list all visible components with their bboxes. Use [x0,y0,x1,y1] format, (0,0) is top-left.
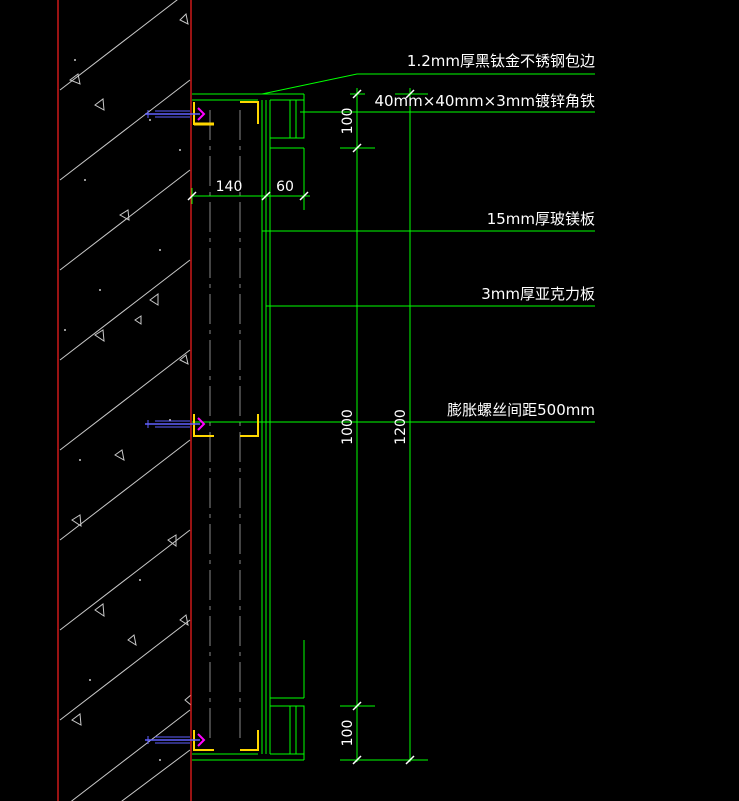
expansion-bolt-icon [145,417,206,431]
concrete-aggregate [68,12,192,726]
concrete-hatch [59,0,191,801]
expansion-bolt-icon [145,107,206,121]
vertical-dimensions [340,88,428,762]
expansion-bolt-icon [145,733,206,747]
label-angle-iron: 40mm×40mm×3mm镀锌角铁 [374,92,595,110]
dim-1000: 1000 [340,409,356,445]
concrete-dots [64,59,181,761]
label-acrylic: 3mm厚亚克力板 [481,285,595,303]
label-bolt-spacing: 膨胀螺丝间距500mm [447,401,595,419]
panel-frame [192,93,305,761]
label-leaders [192,111,595,423]
dim-1200: 1200 [393,409,409,445]
angle-steel-top [193,101,259,126]
angle-steel-middle [193,414,259,437]
dim-top-100: 100 [340,108,356,135]
horizontal-dimension-ticks [187,191,309,201]
angle-steel-bottom [193,730,259,751]
label-edge-trim: 1.2mm厚黑钛金不锈钢包边 [407,52,595,70]
dimension-ticks [352,89,415,765]
dim-140: 140 [216,179,243,195]
dim-bottom-100: 100 [340,720,356,747]
label-mgo-board: 15mm厚玻镁板 [487,210,595,228]
trim-leader [261,73,595,95]
dim-60: 60 [276,179,294,195]
